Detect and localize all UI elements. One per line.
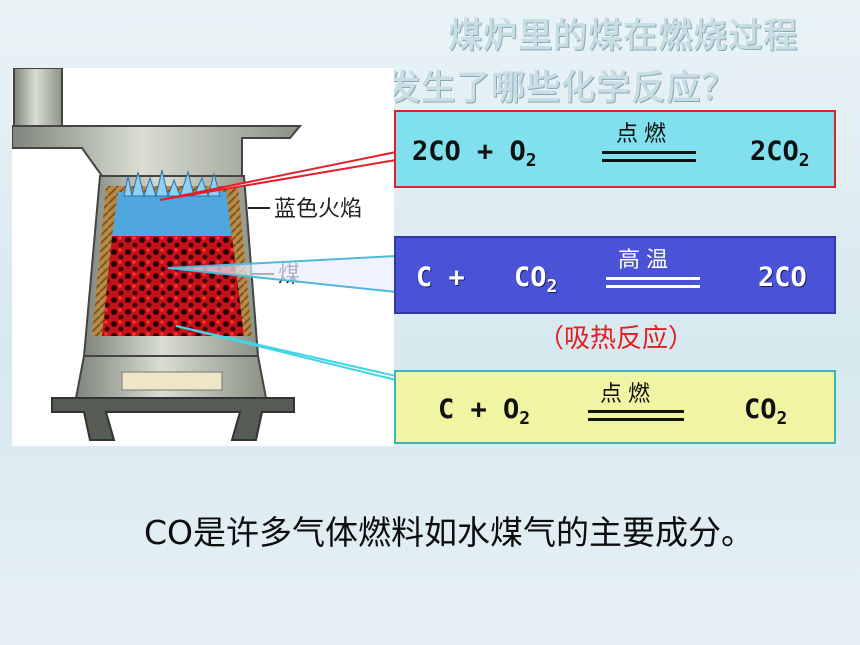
reaction-2-condition: 高温 — [618, 248, 675, 273]
coal-label: 煤 — [278, 263, 300, 288]
reaction-3-equals-top — [588, 410, 684, 413]
reaction-3-equals-bottom — [588, 418, 684, 421]
stove-illustration: 蓝色火焰 煤 — [12, 68, 394, 446]
reaction-1-condition: 点燃 — [616, 122, 673, 147]
reaction-box-1: 2CO + O2 点燃 2CO2 — [394, 110, 836, 188]
reaction-2-reactant-c: C + — [416, 262, 465, 293]
reaction-2-reactant-co2: CO2 — [514, 262, 558, 297]
reaction-box-2: C + CO2 高温 2CO — [394, 236, 836, 314]
title-line-1: 煤炉里的煤在燃烧过程 — [448, 16, 798, 56]
endothermic-note: （吸热反应） — [538, 324, 695, 354]
reaction-1-products: 2CO2 — [750, 136, 810, 171]
reaction-3-products: CO2 — [744, 394, 788, 429]
reaction-box-3: C + O2 点燃 CO2 — [394, 370, 836, 444]
reaction-2-equals-bottom — [606, 285, 700, 288]
reaction-1-reactants: 2CO + O2 — [412, 136, 537, 171]
stove-diagram: 蓝色火焰 煤 — [12, 68, 362, 441]
summary-text: CO是许多气体燃料如水煤气的主要成分。 — [144, 513, 755, 552]
reaction-1-equals-top — [602, 151, 696, 154]
reaction-3-condition: 点燃 — [600, 382, 657, 407]
reaction-1-equals-bottom — [602, 159, 696, 162]
reaction-2-equals-top — [606, 277, 700, 280]
reaction-2-products: 2CO — [758, 262, 807, 293]
flame-label: 蓝色火焰 — [274, 197, 362, 222]
reaction-3-reactants: C + O2 — [438, 394, 531, 429]
